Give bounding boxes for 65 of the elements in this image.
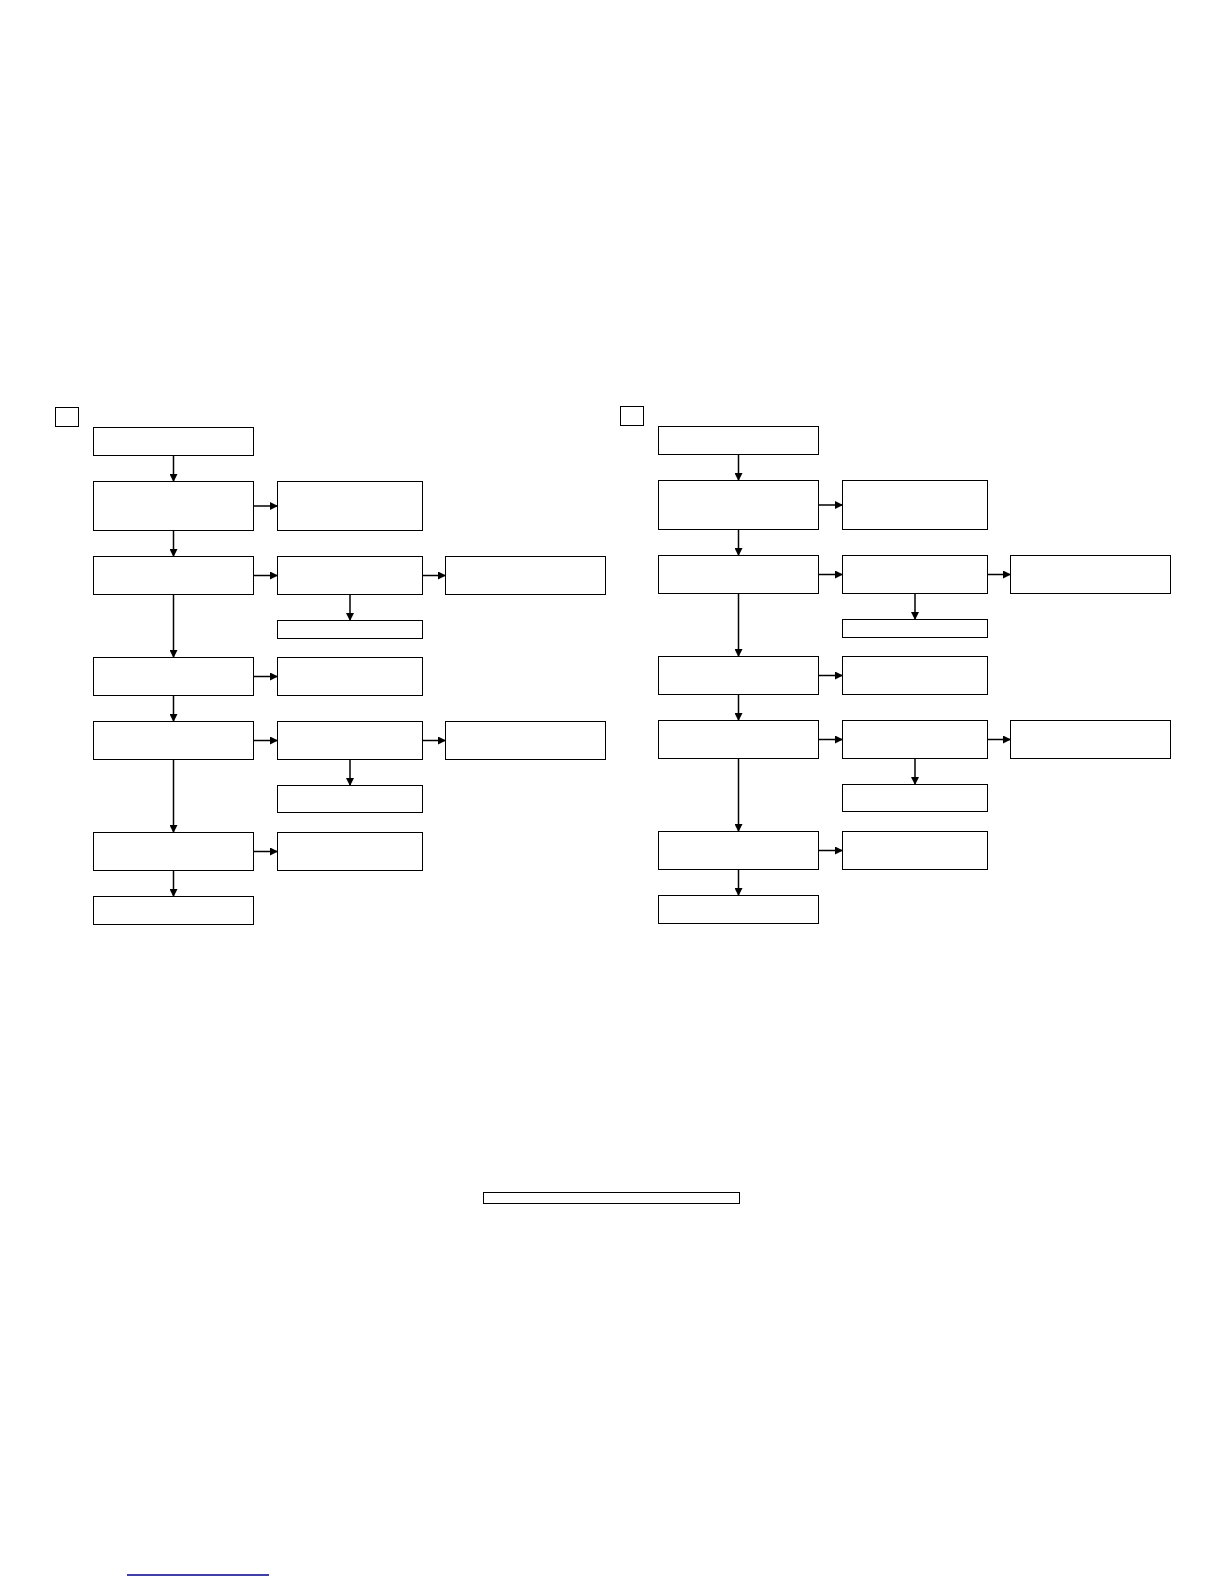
process-box bbox=[93, 896, 254, 925]
arrow bbox=[987, 570, 1011, 579]
process-box bbox=[277, 620, 423, 639]
arrow bbox=[253, 672, 278, 681]
process-box bbox=[842, 480, 988, 530]
process-box bbox=[277, 785, 423, 813]
arrow bbox=[169, 759, 178, 833]
process-box bbox=[658, 555, 819, 594]
process-box bbox=[93, 832, 254, 871]
arrow bbox=[169, 870, 178, 897]
process-box bbox=[1010, 720, 1171, 759]
process-box bbox=[277, 832, 423, 871]
arrow bbox=[818, 501, 843, 509]
arrow bbox=[911, 593, 919, 620]
arrow bbox=[734, 593, 743, 657]
process-box bbox=[842, 555, 988, 594]
arrow bbox=[911, 758, 919, 785]
arrow bbox=[818, 735, 843, 744]
arrow bbox=[169, 455, 178, 482]
process-box bbox=[93, 721, 254, 760]
process-box bbox=[842, 619, 988, 638]
arrow bbox=[253, 502, 278, 510]
arrow bbox=[169, 530, 178, 557]
process-box bbox=[620, 406, 644, 426]
process-box bbox=[658, 480, 819, 530]
arrow bbox=[818, 570, 843, 579]
arrow bbox=[169, 594, 178, 658]
process-box bbox=[658, 656, 819, 695]
arrow bbox=[169, 695, 178, 722]
arrow bbox=[734, 694, 743, 721]
arrow bbox=[734, 869, 743, 896]
process-box bbox=[93, 481, 254, 531]
arrow bbox=[253, 736, 278, 745]
arrow bbox=[422, 571, 446, 580]
arrow bbox=[734, 454, 743, 481]
process-box bbox=[842, 656, 988, 695]
process-box bbox=[445, 721, 606, 760]
process-box bbox=[842, 784, 988, 812]
arrow bbox=[253, 571, 278, 580]
process-box bbox=[842, 720, 988, 759]
process-box bbox=[277, 556, 423, 595]
arrow bbox=[818, 846, 843, 855]
arrow bbox=[734, 758, 743, 832]
process-box bbox=[93, 427, 254, 456]
process-box bbox=[658, 831, 819, 870]
arrow bbox=[422, 736, 446, 745]
process-box bbox=[277, 481, 423, 531]
process-box bbox=[842, 831, 988, 870]
process-box bbox=[445, 556, 606, 595]
process-box bbox=[658, 895, 819, 924]
arrow bbox=[346, 759, 354, 786]
arrow bbox=[987, 735, 1011, 744]
process-box bbox=[277, 721, 423, 760]
arrow bbox=[734, 529, 743, 556]
process-box bbox=[55, 407, 79, 427]
process-box bbox=[93, 556, 254, 595]
process-box bbox=[658, 426, 819, 455]
arrow bbox=[346, 594, 354, 621]
process-box bbox=[483, 1192, 740, 1204]
process-box bbox=[1010, 555, 1171, 594]
arrow bbox=[253, 847, 278, 856]
process-box bbox=[658, 720, 819, 759]
arrow bbox=[818, 671, 843, 680]
process-box bbox=[277, 657, 423, 696]
process-box bbox=[93, 657, 254, 696]
